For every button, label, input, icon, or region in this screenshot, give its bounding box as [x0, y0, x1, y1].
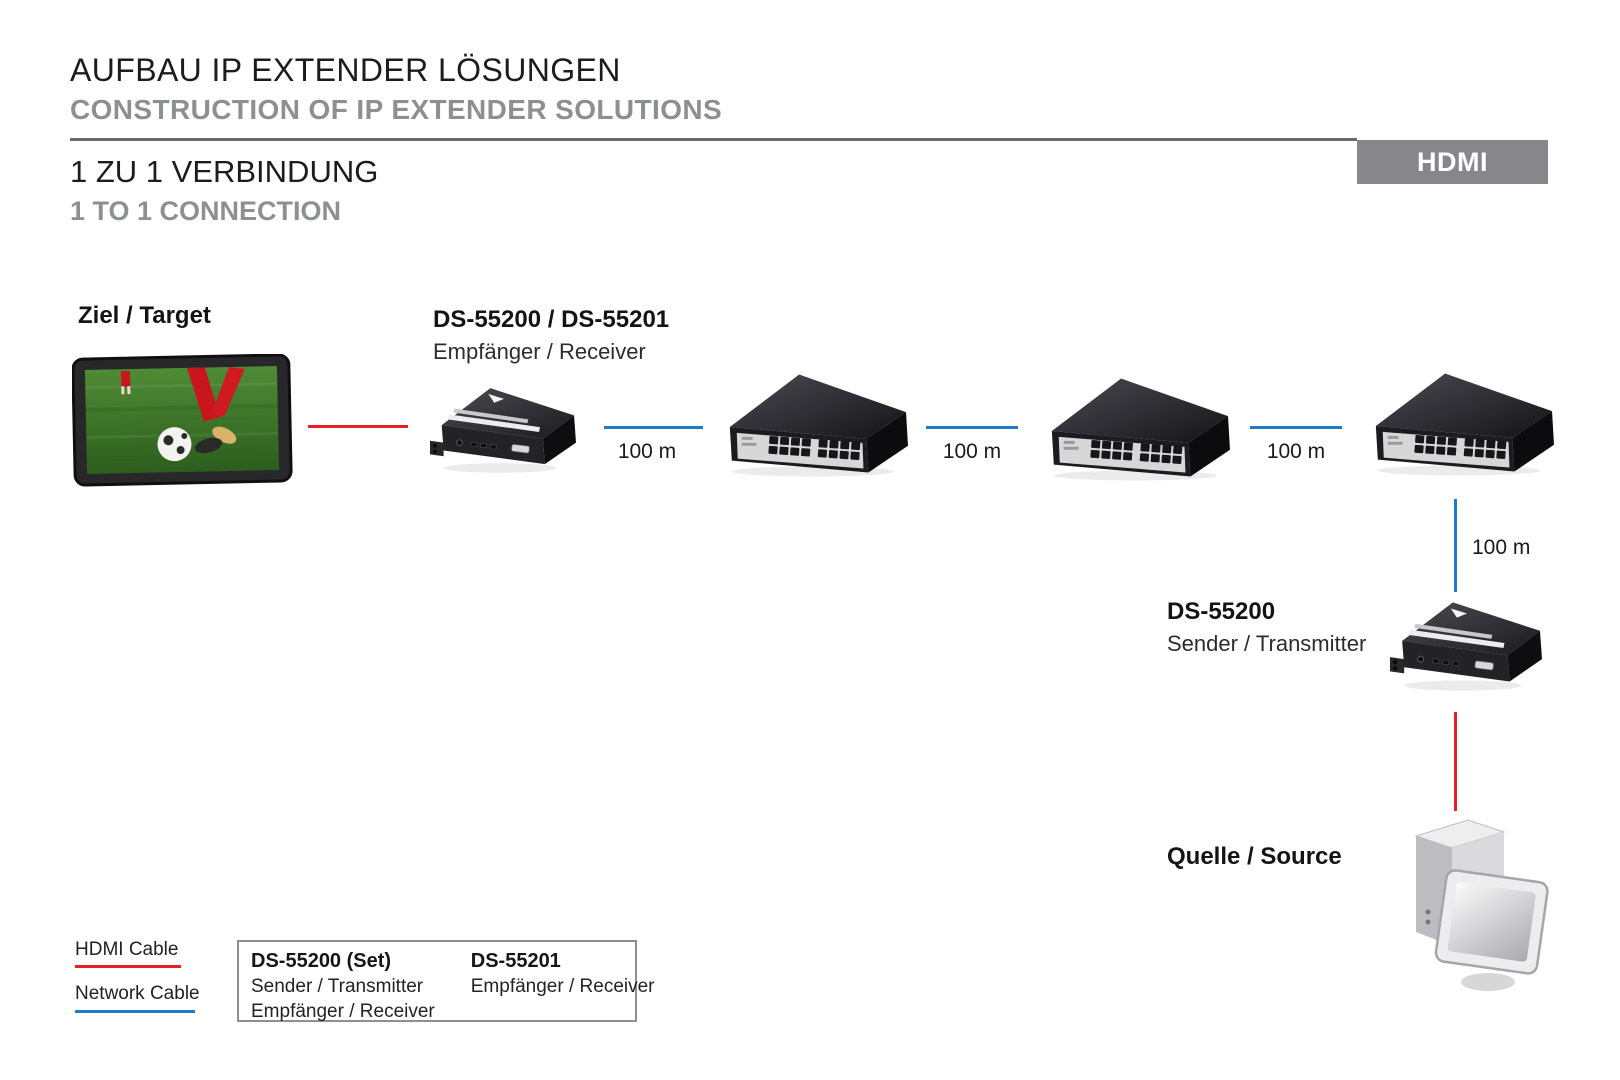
network-switch-icon-1 [714, 372, 908, 478]
network-switch-icon-3 [1360, 371, 1554, 477]
segment-length-4: 100 m [1472, 536, 1531, 559]
hdmi-cable-line-1 [308, 425, 408, 428]
set-box-left-column: DS-55200 (Set) Sender / Transmitter Empf… [251, 949, 435, 1022]
network-cable-line-2 [926, 426, 1018, 429]
network-cable-line-4 [1454, 499, 1457, 592]
receiver-model: DS-55200 / DS-55201 [433, 306, 670, 333]
section-title-de: 1 ZU 1 VERBINDUNG [70, 154, 379, 189]
segment-length-3: 100 m [1266, 440, 1326, 463]
hdmi-cable-line-2 [1454, 712, 1457, 811]
network-cable-line-3 [1250, 426, 1342, 429]
hdmi-badge: HDMI [1357, 140, 1548, 184]
sender-model: DS-55200 [1167, 598, 1276, 625]
set-right-line1: Empfänger / Receiver [470, 976, 655, 997]
set-right-title: DS-55201 [470, 950, 561, 972]
set-left-line1: Sender / Transmitter [251, 976, 424, 997]
set-left-title: DS-55200 (Set) [251, 950, 392, 972]
hdmi-cable-sample-line [75, 965, 181, 968]
source-computer-icon [1390, 812, 1552, 998]
sender-device-icon [1390, 600, 1542, 694]
segment-length-2: 100 m [942, 440, 1002, 463]
source-label: Quelle / Source [1167, 843, 1342, 870]
sender-role: Sender / Transmitter [1167, 631, 1367, 656]
target-display-icon [72, 354, 294, 488]
receiver-label: DS-55200 / DS-55201 Empfänger / Receiver [433, 306, 669, 365]
receiver-role: Empfänger / Receiver [433, 339, 646, 364]
target-label: Ziel / Target [78, 302, 211, 329]
set-left-line2: Empfänger / Receiver [251, 1001, 435, 1022]
product-set-box: DS-55200 (Set) Sender / Transmitter Empf… [237, 940, 655, 1022]
page-title-en: CONSTRUCTION OF IP EXTENDER SOLUTIONS [70, 94, 723, 125]
segment-length-1: 100 m [617, 440, 677, 463]
set-box-right-column: DS-55201 Empfänger / Receiver [471, 949, 655, 1013]
receiver-device-icon [430, 384, 576, 478]
network-switch-icon-2 [1036, 376, 1230, 482]
network-cable-legend-label: Network Cable [75, 983, 200, 1004]
section-title-en: 1 TO 1 CONNECTION [70, 196, 342, 226]
hdmi-cable-legend-label: HDMI Cable [75, 939, 179, 960]
network-cable-sample-line [75, 1010, 195, 1013]
header-divider [70, 138, 1357, 141]
network-cable-line-1 [604, 426, 703, 429]
page-title-de: AUFBAU IP EXTENDER LÖSUNGEN [70, 52, 621, 88]
sender-label: DS-55200 Sender / Transmitter [1167, 598, 1366, 657]
